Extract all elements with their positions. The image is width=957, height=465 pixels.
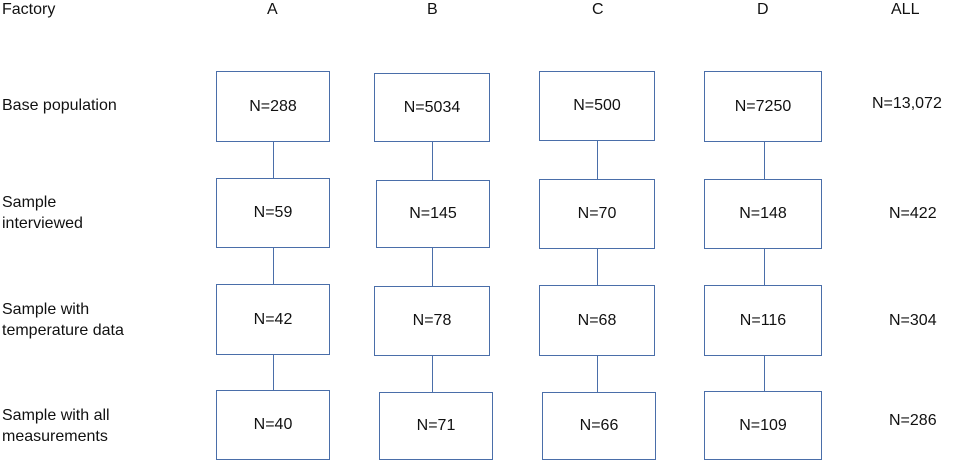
box-value: N=59: [253, 204, 293, 221]
connector-a-3: [273, 355, 274, 390]
box-c-all-measurements: N=66: [542, 392, 656, 460]
box-value: N=78: [412, 312, 452, 329]
box-d-all-measurements: N=109: [704, 391, 822, 460]
row-label-line: temperature data: [2, 322, 124, 339]
box-b-interviewed: N=145: [376, 180, 490, 248]
connector-c-1: [597, 141, 598, 179]
header-all: ALL: [891, 1, 920, 18]
header-factory-d: D: [757, 1, 769, 18]
row-label-sample-all-measurements: Sample with all measurements: [2, 405, 110, 447]
row-label-line: interviewed: [2, 215, 83, 232]
box-a-base: N=288: [216, 71, 330, 142]
row-label-line: Sample: [2, 194, 57, 211]
total-sample-all-measurements: N=286: [889, 412, 937, 429]
box-value: N=145: [409, 205, 457, 222]
box-c-base: N=500: [539, 71, 655, 141]
box-value: N=148: [739, 205, 787, 222]
box-a-interviewed: N=59: [216, 178, 330, 248]
header-factory: Factory: [2, 1, 56, 18]
box-b-base: N=5034: [374, 73, 490, 142]
connector-b-2: [432, 248, 433, 286]
connector-c-2: [597, 249, 598, 285]
connector-d-2: [764, 249, 765, 285]
row-label-line: Sample with all: [2, 407, 110, 424]
box-value: N=116: [739, 311, 787, 329]
box-value: N=66: [579, 417, 619, 434]
connector-b-3: [432, 356, 433, 392]
connector-d-1: [764, 142, 765, 179]
box-value: N=68: [577, 311, 617, 329]
box-d-temperature: N=116: [704, 285, 822, 356]
row-label-line: Sample with: [2, 301, 90, 318]
header-factory-b: B: [427, 1, 438, 18]
row-label-sample-interviewed: Sample interviewed: [2, 192, 83, 234]
box-value: N=42: [253, 310, 293, 328]
row-label-base-population: Base population: [2, 95, 117, 116]
connector-a-1: [273, 142, 274, 178]
box-value: N=5034: [403, 98, 461, 116]
box-value: N=40: [253, 416, 293, 433]
connector-a-2: [273, 248, 274, 284]
box-b-temperature: N=78: [374, 286, 490, 356]
box-d-interviewed: N=148: [704, 179, 822, 249]
connector-b-1: [432, 142, 433, 180]
row-label-sample-temperature: Sample with temperature data: [2, 299, 124, 341]
row-label-line: Base population: [2, 97, 117, 114]
box-c-interviewed: N=70: [539, 179, 655, 249]
box-value: N=500: [573, 97, 621, 114]
box-a-all-measurements: N=40: [216, 390, 330, 460]
header-factory-a: A: [267, 1, 278, 18]
box-a-temperature: N=42: [216, 284, 330, 355]
box-value: N=70: [577, 205, 617, 222]
total-base-population: N=13,072: [872, 95, 942, 112]
box-value: N=7250: [734, 97, 792, 115]
total-sample-temperature: N=304: [889, 312, 937, 329]
header-factory-c: C: [592, 1, 604, 18]
box-value: N=288: [249, 97, 297, 115]
box-value: N=109: [739, 416, 787, 434]
row-label-line: measurements: [2, 428, 108, 445]
total-sample-interviewed: N=422: [889, 205, 937, 222]
connector-d-3: [764, 356, 765, 391]
box-d-base: N=7250: [704, 71, 822, 142]
box-b-all-measurements: N=71: [379, 392, 493, 460]
box-value: N=71: [416, 417, 456, 434]
connector-c-3: [597, 356, 598, 392]
box-c-temperature: N=68: [539, 285, 655, 356]
